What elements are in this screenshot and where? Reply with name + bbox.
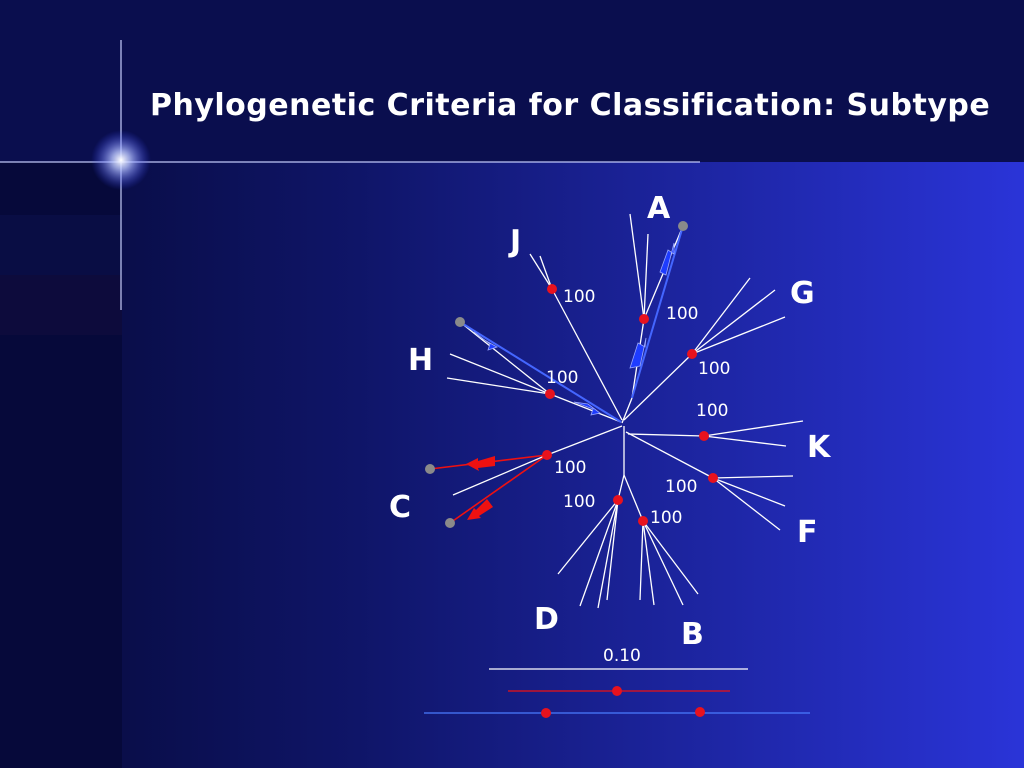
branch-root-j — [551, 288, 623, 421]
red-arrows — [466, 456, 495, 520]
clade-label-d: D — [534, 602, 559, 637]
blue-arrow-icon — [659, 242, 675, 276]
clade-label-a: A — [647, 191, 671, 226]
bootstrap-k-upper: 100 — [696, 401, 728, 421]
node-f — [708, 473, 718, 483]
node-h — [545, 389, 555, 399]
bootstrap-g: 100 — [698, 359, 730, 379]
branch-root-a — [621, 397, 633, 424]
terminal-dots — [425, 221, 688, 528]
slide-title: Phylogenetic Criteria for Classification… — [150, 88, 991, 123]
tree-branches — [446, 213, 804, 609]
node-a — [639, 314, 649, 324]
bootstrap-f: 100 — [665, 477, 697, 497]
blue-arrows — [473, 242, 675, 416]
lens-flare — [91, 130, 151, 190]
branch-root-f — [625, 431, 714, 479]
red-arrow-icon — [466, 456, 495, 471]
node-d — [613, 495, 623, 505]
bootstrap-d: 100 — [563, 492, 595, 512]
clade-label-f: F — [797, 515, 818, 550]
blue-arrow-icon — [573, 401, 601, 416]
branch-root-k — [627, 433, 705, 437]
node-b — [638, 516, 648, 526]
branch-root-h — [549, 393, 622, 423]
clade-label-b: B — [681, 617, 704, 652]
bootstrap-nodes — [542, 284, 718, 526]
clade-label-g: G — [790, 276, 815, 311]
distance-legend — [424, 686, 810, 718]
red-arrow-icon — [467, 499, 493, 520]
node-g — [687, 349, 697, 359]
node-c — [542, 450, 552, 460]
branch-root-g — [623, 353, 693, 421]
branch-root-c — [546, 425, 623, 456]
blue-arrow-icon — [629, 337, 647, 369]
node-j — [547, 284, 557, 294]
blue-arrow-icon — [473, 331, 498, 351]
bootstrap-j: 100 — [563, 287, 595, 307]
bootstrap-a: 100 — [666, 304, 698, 324]
bootstrap-b: 100 — [650, 508, 682, 528]
bootstrap-h: 100 — [546, 368, 578, 388]
scale-bar-label: 0.10 — [603, 646, 641, 666]
clade-label-k: K — [807, 430, 832, 465]
clade-label-c: C — [389, 490, 411, 525]
node-k — [699, 431, 709, 441]
clade-label-j: J — [508, 224, 521, 259]
bootstrap-c: 100 — [554, 458, 586, 478]
clade-label-h: H — [408, 343, 433, 378]
